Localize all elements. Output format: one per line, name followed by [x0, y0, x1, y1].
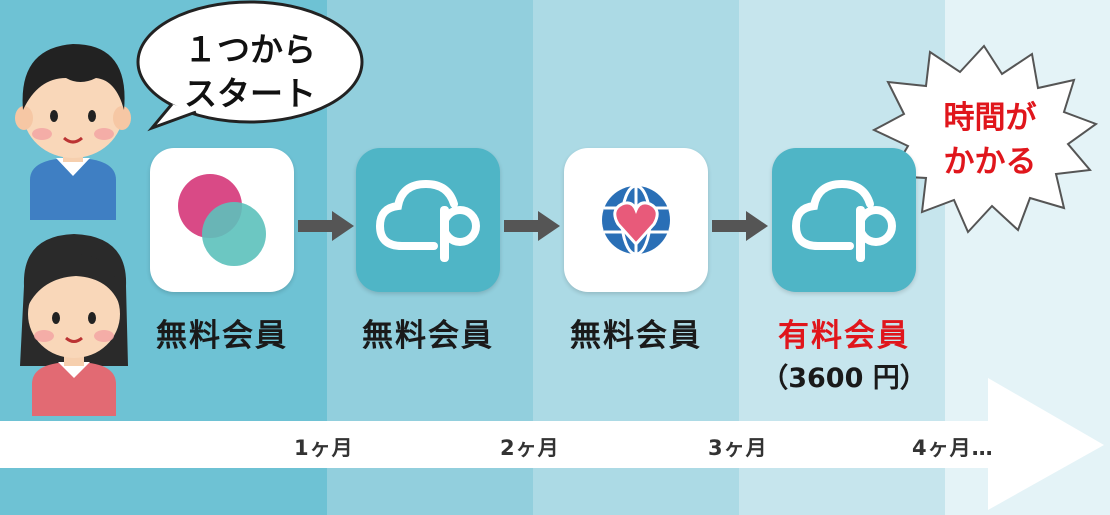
arrow-right-icon-1: [298, 211, 354, 241]
stage-2-label: 無料会員: [362, 318, 494, 354]
woman-avatar-icon: [20, 234, 128, 416]
arrow-right-icon-3: [712, 211, 768, 241]
two-circles-app-icon: [150, 148, 294, 292]
stage-4-price: （3600 円）: [761, 363, 927, 394]
stage-1-label: 無料会員: [156, 318, 288, 354]
month-marker-1: 1ヶ月: [294, 436, 354, 460]
speech-bubble-text: １つから スタート: [140, 28, 360, 116]
month-marker-2: 2ヶ月: [500, 436, 560, 460]
month-marker-3: 3ヶ月: [708, 436, 768, 460]
month-marker-4: 4ヶ月…: [912, 436, 994, 460]
starburst-text: 時間が かかる: [890, 96, 1090, 184]
speech-bubble-line-1: １つから: [184, 30, 316, 69]
starburst-line-2: かかる: [943, 144, 1037, 180]
speech-bubble-line-2: スタート: [184, 74, 316, 113]
globe-heart-app-icon: [564, 148, 708, 292]
starburst-line-1: 時間が: [943, 100, 1037, 136]
stage-3-label: 無料会員: [570, 318, 702, 354]
starburst: [871, 44, 1099, 234]
arrow-right-icon-2: [504, 211, 560, 241]
speech-bubble: [136, 0, 364, 132]
cloud-p-app-icon: [356, 148, 500, 292]
stage-4-label: 有料会員: [778, 318, 910, 354]
cloud-p-app-icon-paid: [772, 148, 916, 292]
man-avatar-icon: [15, 44, 131, 220]
